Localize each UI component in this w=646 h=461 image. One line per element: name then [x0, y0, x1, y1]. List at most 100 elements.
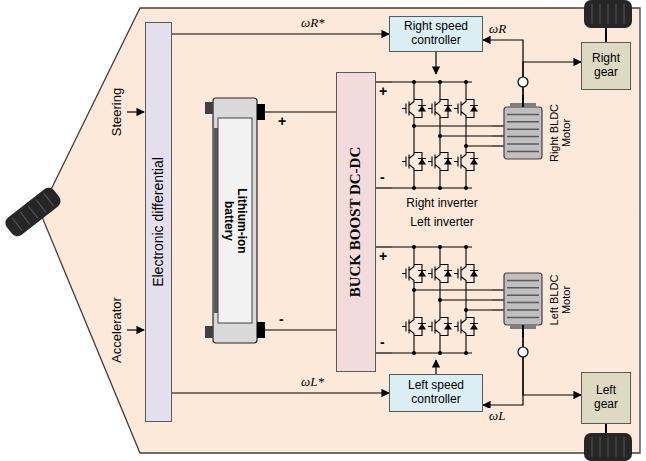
phase-wire — [492, 125, 504, 126]
wheel — [584, 433, 632, 461]
inverter-circuit: Right inverter — [392, 74, 492, 211]
inverter-drawing — [438, 298, 442, 302]
input-arrow — [127, 112, 144, 330]
input-label: Steering — [109, 88, 125, 136]
motor-drawing — [504, 273, 542, 325]
wheel — [584, 433, 632, 461]
inverter-drawing — [464, 186, 468, 190]
wire-connector — [265, 329, 336, 330]
wire-connector — [435, 52, 436, 74]
battery-drawing — [205, 326, 213, 338]
wire-connector — [376, 352, 392, 353]
node-label: BUCK BOOST DC-DC — [347, 147, 364, 298]
converter-box: BUCK BOOST DC-DC — [336, 72, 376, 372]
inverter-drawing — [438, 186, 442, 190]
signal-label: ωL — [488, 408, 506, 423]
input-label: Accelerator — [109, 297, 125, 363]
gear-box: Right gear — [581, 42, 631, 90]
inverter-drawing — [412, 186, 416, 190]
motor-drawing — [504, 107, 542, 159]
wire-connector — [523, 337, 581, 395]
signal-label: ωL* — [300, 374, 325, 389]
battery-drawing — [218, 118, 252, 323]
wheel — [592, 437, 624, 457]
node-label: Right BLDC Motor — [548, 100, 572, 166]
gear-box: Left gear — [581, 372, 631, 424]
phase-wire — [492, 126, 504, 310]
battery-drawing — [205, 102, 213, 114]
inverter-drawing — [412, 245, 416, 249]
inverter-drawing — [438, 351, 442, 355]
inverter-drawing — [392, 215, 492, 360]
inverter-drawing — [438, 245, 442, 249]
inverter-drawing — [438, 134, 442, 138]
wire-connector — [376, 187, 392, 188]
inverter-drawing — [438, 80, 442, 84]
controller-box: Electronic differential — [145, 22, 172, 422]
node-label: Lithium-ion battery — [222, 176, 248, 266]
speed-sensor — [518, 347, 528, 357]
wire-connector — [483, 337, 523, 405]
vehicle-body — [40, 8, 640, 453]
node-label: Left gear — [585, 384, 627, 412]
wire-connector — [523, 62, 581, 95]
node-label: Right gear — [585, 52, 627, 80]
polarity-sign: + — [278, 113, 286, 129]
wire-connector — [172, 392, 390, 393]
inverter-drawing — [392, 247, 492, 353]
wire-connector — [265, 111, 336, 112]
wire-connector — [376, 246, 392, 247]
wheel — [584, 0, 632, 28]
motor-drawing — [507, 280, 539, 317]
inverter-circuit: Left inverter — [392, 215, 492, 360]
signal-label: ωR — [488, 21, 507, 36]
motor-drawing — [522, 325, 524, 337]
inverter-drawing — [464, 351, 468, 355]
motor-symbol: Right BLDC Motor — [503, 95, 575, 170]
phase-wire — [492, 145, 504, 146]
inverter-drawing — [412, 351, 416, 355]
wheel — [592, 4, 624, 24]
inverter-drawing — [418, 106, 478, 165]
motor-symbol: Left BLDC Motor — [503, 262, 575, 337]
inverter-drawing — [418, 271, 478, 330]
axle-shaft — [605, 424, 607, 433]
node-label: Electronic differential — [150, 157, 166, 287]
wire-connector — [172, 33, 390, 34]
motor-drawing — [507, 114, 539, 151]
controller-box: Right speed controller — [389, 16, 483, 52]
battery-drawing — [214, 128, 218, 313]
node-label: Right inverter — [406, 196, 477, 211]
inverter-drawing — [464, 80, 468, 84]
phase-wire — [492, 309, 504, 310]
wheel — [3, 185, 64, 239]
polarity-sign: + — [379, 83, 387, 99]
polarity-sign: - — [380, 334, 385, 350]
wheel — [584, 0, 632, 28]
battery-drawing — [213, 98, 257, 343]
inverter-drawing — [412, 80, 416, 84]
battery-drawing — [257, 104, 265, 120]
inverter-drawing — [412, 288, 416, 292]
wheel — [12, 193, 53, 230]
inverter-drawing — [464, 245, 468, 249]
polarity-sign: - — [279, 311, 284, 327]
controller-box: Left speed controller — [389, 374, 483, 412]
input-arrow — [127, 111, 144, 112]
polarity-sign: - — [380, 169, 385, 185]
battery-pack: Lithium-ion battery — [205, 88, 265, 353]
phase-wire — [492, 289, 504, 290]
signal-label: ωR* — [300, 15, 326, 30]
speed-sensor — [518, 77, 528, 87]
motor-drawing — [503, 262, 545, 337]
inverter-drawing — [392, 82, 492, 188]
node-label: Left BLDC Motor — [548, 267, 572, 333]
wire-connector — [435, 360, 436, 374]
polarity-sign: + — [379, 248, 387, 264]
axle-shaft — [605, 28, 607, 42]
motor-drawing — [522, 95, 524, 107]
inverter-drawing — [412, 124, 416, 128]
